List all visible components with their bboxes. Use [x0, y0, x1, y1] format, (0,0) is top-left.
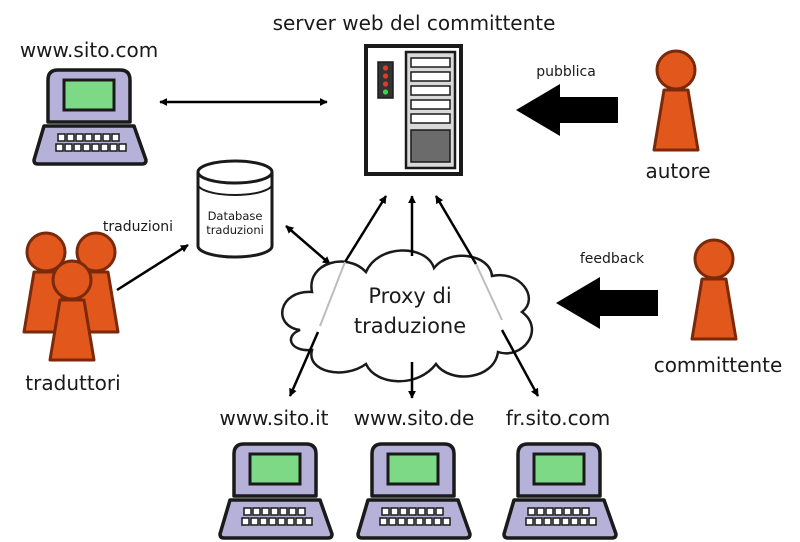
proxy-label-line1: Proxy di [368, 284, 451, 308]
proxy-server-arrow-right [434, 195, 478, 265]
publish-label: pubblica [536, 64, 596, 80]
feedback-label: feedback [580, 251, 645, 267]
proxy-route-faint-left [319, 261, 346, 327]
site-de-laptop-icon [356, 442, 472, 540]
server-label: server web del committente [273, 11, 556, 35]
proxy-label-line2: traduzione [354, 314, 466, 338]
server-icon [364, 44, 463, 176]
client-label: committente [654, 353, 783, 377]
proxy-cloud-icon [281, 249, 534, 383]
site-fr-laptop-icon [502, 442, 618, 540]
proxy-server-arrow-left [343, 195, 388, 263]
site-it-laptop-icon [218, 442, 334, 540]
site-de-label: www.sito.de [354, 406, 475, 430]
translators-group-icon [22, 231, 120, 362]
author-person-icon [652, 49, 700, 152]
site-it-label: www.sito.it [219, 406, 328, 430]
client-person-icon [690, 238, 738, 341]
database-label-line1: Database [208, 209, 263, 223]
site-fr-label: fr.sito.com [506, 406, 611, 430]
database-proxy-arrow [285, 225, 331, 265]
translations-label: traduzioni [103, 219, 173, 235]
database-icon [196, 159, 274, 259]
translators-label: traduttori [25, 371, 120, 395]
database-label-line2: traduzioni [206, 223, 264, 237]
author-label: autore [645, 159, 710, 183]
site-main-laptop-icon [32, 68, 148, 166]
publish-arrow-icon [516, 84, 618, 136]
translators-database-arrow [116, 243, 189, 292]
proxy-site-fr-arrow [500, 329, 540, 397]
site-main-label: www.sito.com [20, 38, 158, 62]
proxy-route-faint-right [475, 263, 503, 321]
proxy-site-it-arrow [288, 331, 320, 397]
feedback-arrow-icon [556, 277, 658, 329]
